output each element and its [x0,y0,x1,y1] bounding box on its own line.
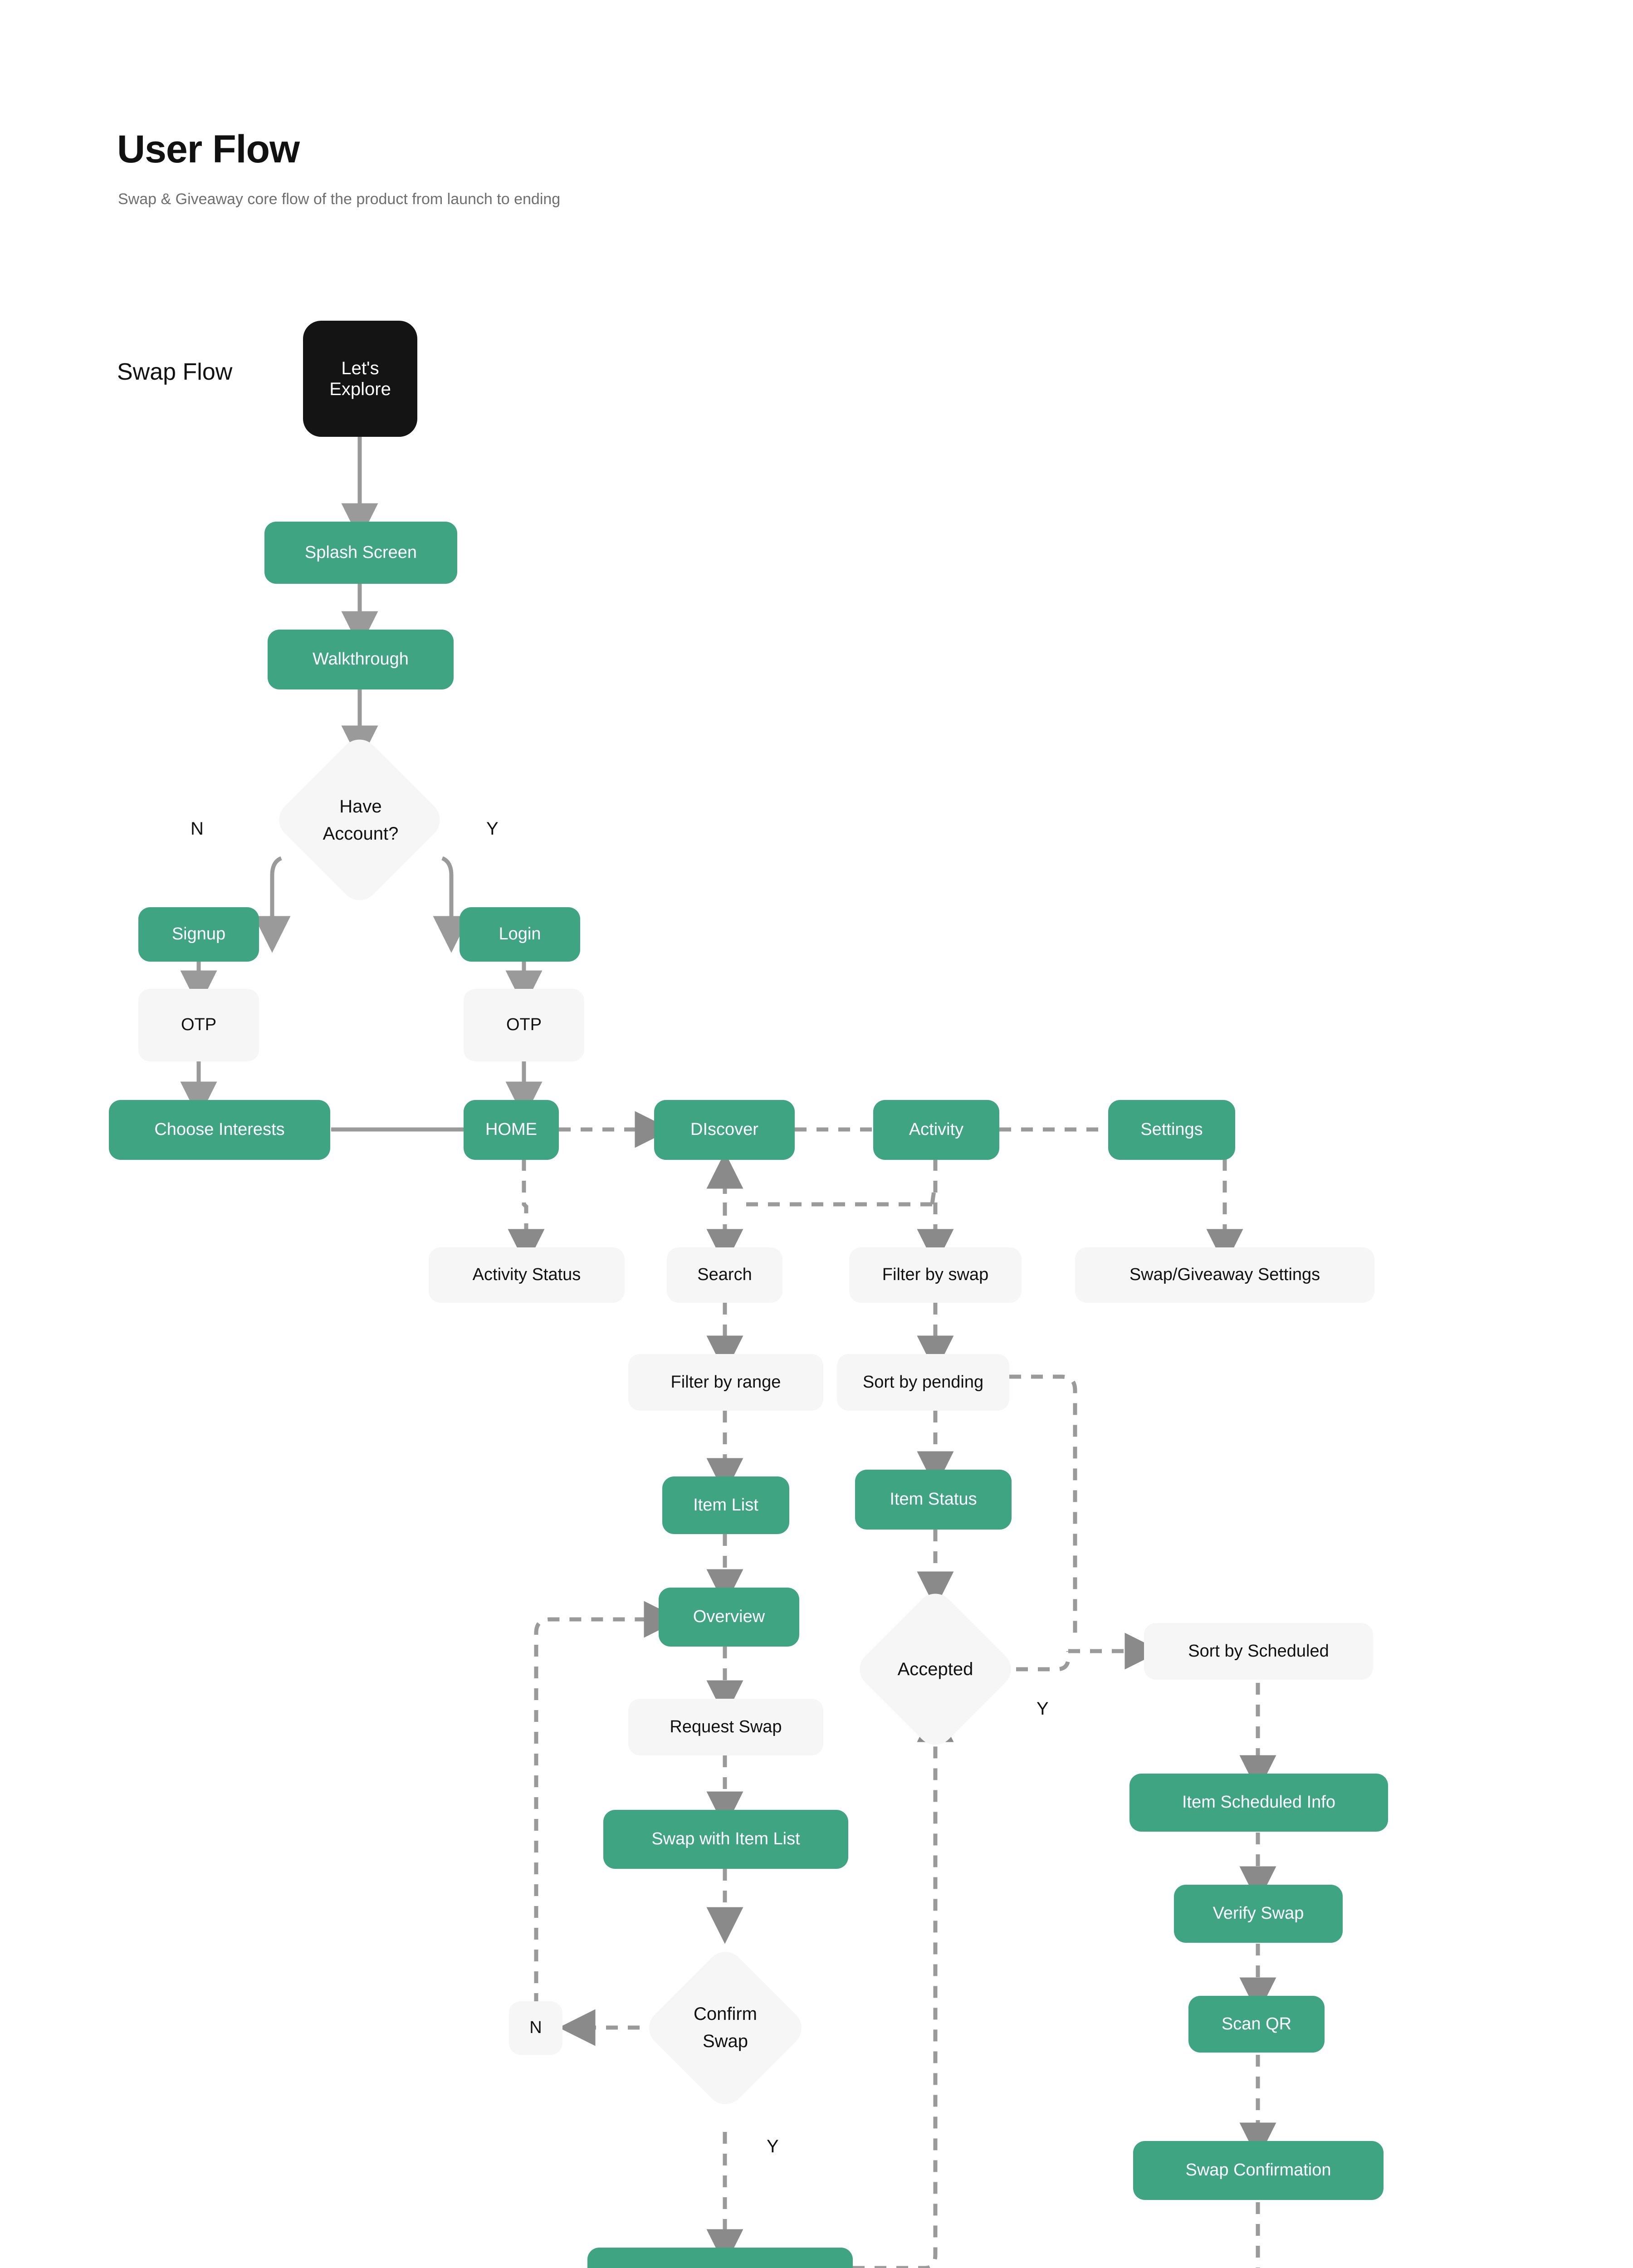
node-otp-login[interactable]: OTP [464,989,584,1061]
node-signup[interactable]: Signup [138,907,259,962]
node-activity[interactable]: Activity [873,1100,999,1160]
edge-label-have-account-yes: Y [486,819,499,839]
node-confirm-swap[interactable]: Confirm Swap [653,1982,797,2073]
node-lets-explore[interactable]: Let's Explore [303,321,417,437]
node-swap-with-item-list[interactable]: Swap with Item List [603,1810,848,1869]
node-overview[interactable]: Overview [659,1588,799,1647]
node-lets-explore-line2: Explore [329,379,391,399]
node-settings[interactable]: Settings [1108,1100,1235,1160]
node-swap-giveaway-settings[interactable]: Swap/Giveaway Settings [1075,1247,1374,1303]
node-discover[interactable]: DIscover [654,1100,795,1160]
node-item-scheduled-info[interactable]: Item Scheduled Info [1129,1774,1388,1832]
node-splash-screen[interactable]: Splash Screen [264,522,457,584]
node-request-swap[interactable]: Request Swap [628,1699,823,1755]
node-item-status[interactable]: Item Status [855,1470,1012,1530]
node-have-account-line2: Account? [323,823,399,844]
node-sort-by-pending[interactable]: Sort by pending [837,1354,1009,1411]
node-filter-by-range[interactable]: Filter by range [628,1354,823,1411]
edge-label-accepted-yes: Y [1037,1699,1049,1719]
node-request-confirmation[interactable]: Request Confirmation [587,2248,853,2268]
node-verify-swap[interactable]: Verify Swap [1174,1885,1343,1943]
node-otp-signup[interactable]: OTP [138,989,259,1061]
node-confirm-swap-line2: Swap [702,2031,748,2051]
node-scan-qr[interactable]: Scan QR [1188,1996,1325,2053]
node-n-loop[interactable]: N [509,2001,562,2055]
node-choose-interests[interactable]: Choose Interests [109,1100,330,1160]
node-have-account[interactable]: Have Account? [290,771,431,869]
node-activity-status[interactable]: Activity Status [429,1247,625,1303]
page-title: User Flow [117,127,300,171]
node-search[interactable]: Search [667,1247,782,1303]
node-item-list[interactable]: Item List [662,1476,789,1534]
edge-label-have-account-no: N [191,819,204,839]
node-confirm-swap-line1: Confirm [693,2004,758,2024]
section-label-swap-flow: Swap Flow [117,359,233,385]
node-login[interactable]: Login [460,907,580,962]
node-home[interactable]: HOME [464,1100,559,1160]
edge-label-confirm-swap-yes: Y [767,2136,779,2156]
node-swap-confirmation[interactable]: Swap Confirmation [1133,2141,1384,2200]
node-filter-by-swap[interactable]: Filter by swap [849,1247,1022,1303]
node-walkthrough[interactable]: Walkthrough [268,630,454,689]
node-have-account-line1: Have [339,796,382,816]
page-subtitle: Swap & Giveaway core flow of the product… [118,191,561,208]
node-accepted[interactable]: Accepted [897,1659,973,1679]
node-sort-by-scheduled[interactable]: Sort by Scheduled [1144,1623,1373,1680]
node-lets-explore-line1: Let's [341,358,379,378]
